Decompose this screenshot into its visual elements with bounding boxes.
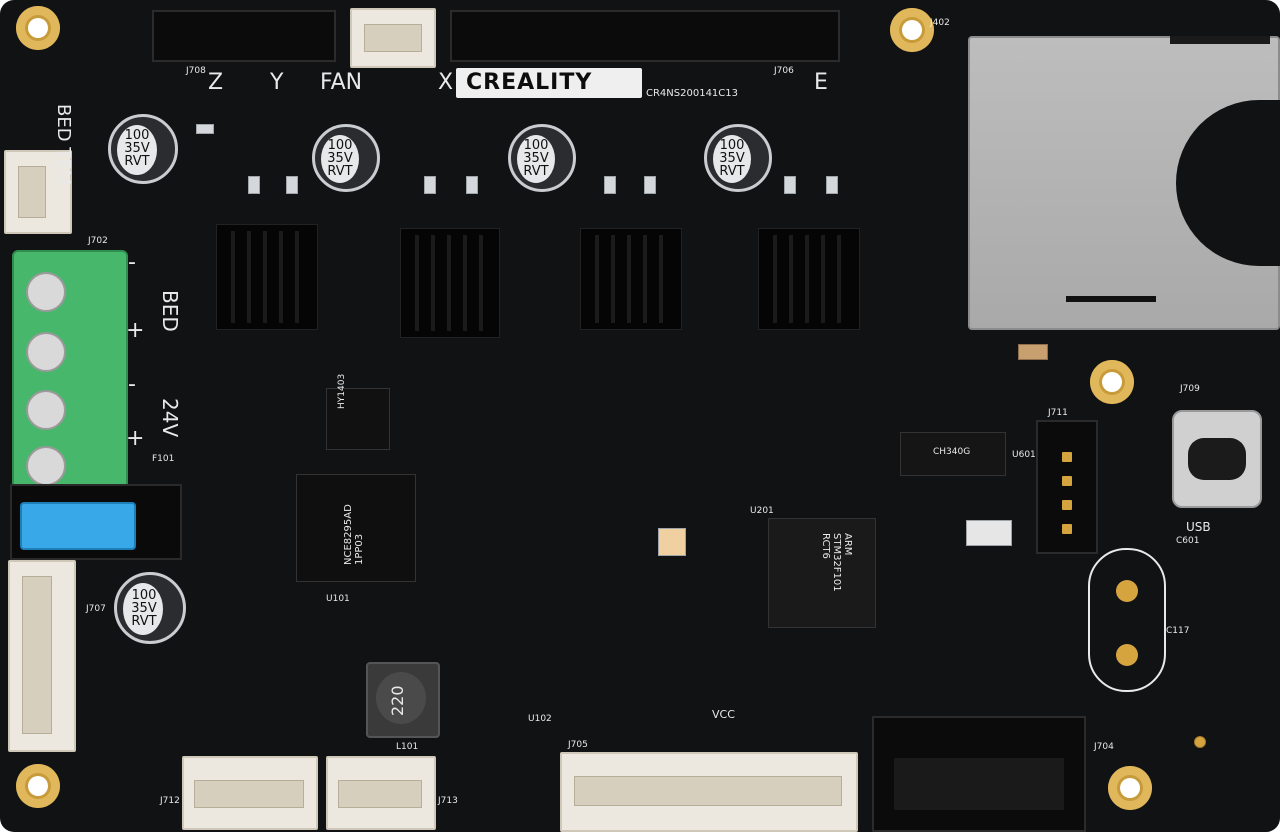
mounting-hole-bottom-right: [1108, 766, 1152, 810]
smd-resistor: [424, 176, 436, 194]
screw-3: [26, 390, 66, 430]
smd-resistor: [196, 124, 214, 134]
stepper-heatsink-y: [400, 228, 500, 338]
regulator-text: NCE8295AD 1PP03: [343, 504, 365, 565]
refdes-f101: F101: [152, 454, 175, 464]
stepper-heatsink-x: [580, 228, 682, 330]
mounting-hole-mid-right: [1090, 360, 1134, 404]
capacitor-c316-text: 100 35V RVT: [124, 128, 150, 169]
label-24v: 24V: [158, 398, 182, 438]
refdes-u201: U201: [750, 506, 774, 516]
label-bed-temp: BED TEM: [53, 104, 74, 186]
refdes-j711: J711: [1048, 408, 1068, 418]
refdes-c117: C117: [1166, 626, 1190, 636]
refdes-j712: J712: [160, 796, 180, 806]
refdes-j702: J702: [88, 236, 108, 246]
smd-resistor: [286, 176, 298, 194]
smd-resistor: [248, 176, 260, 194]
regulator-hy1403: HY1403: [326, 374, 390, 450]
usb-c-port: [1172, 410, 1262, 508]
smd-resistor: [826, 176, 838, 194]
refdes-c601: C601: [1176, 536, 1200, 546]
label-minus-2: -: [128, 372, 136, 397]
refdes-j713: J713: [438, 796, 458, 806]
capacitor-c322: 100 35V RVT: [704, 124, 772, 192]
refdes-j709: J709: [1180, 384, 1200, 394]
inductor-l101: 220: [366, 662, 440, 738]
smd-resistor: [604, 176, 616, 194]
mounting-hole-top-left: [16, 6, 60, 50]
refdes-j402: J402: [930, 18, 950, 28]
connector-j707: [8, 560, 76, 752]
label-axis-e: E: [814, 70, 828, 95]
connector-fan-top: [350, 8, 436, 68]
label-fan: FAN: [320, 70, 363, 95]
mcu-u201: ARM STM32F101 RCT6: [768, 518, 876, 628]
connector-j712: [182, 756, 318, 830]
connector-j705: [560, 752, 858, 832]
capacitor-c310: 100 35V RVT: [312, 124, 380, 192]
label-minus-1: -: [128, 250, 136, 275]
connector-j713: [326, 756, 436, 830]
label-vcc: VCC: [712, 708, 735, 721]
label-bed: BED: [158, 290, 182, 332]
refdes-j706: J706: [774, 66, 794, 76]
refdes-u601: U601: [1012, 450, 1036, 460]
label-axis-z: Z: [208, 70, 224, 95]
stepper-heatsink-z: [216, 224, 318, 330]
capacitor-c117-footprint: [1088, 548, 1166, 692]
capacitor-c322-text: 100 35V RVT: [719, 138, 745, 179]
smd-capacitor: [1018, 344, 1048, 360]
refdes-u102: U102: [528, 714, 552, 724]
inductor-text: 220: [388, 685, 407, 716]
mcu-text: ARM STM32F101 RCT6: [820, 533, 853, 592]
board-code: CR4NS200141C13: [646, 88, 739, 99]
header-j708: [152, 10, 336, 62]
refdes-j705: J705: [568, 740, 588, 750]
creality-logo-text: CREALITY: [466, 70, 593, 95]
refdes-j707: J707: [86, 604, 106, 614]
refdes-j708: J708: [186, 66, 206, 76]
capacitor-c303-text: 100 35V RVT: [523, 138, 549, 179]
mounting-hole-bottom-left: [16, 764, 60, 808]
sd-card-slot: [968, 36, 1280, 330]
refdes-u101: U101: [326, 594, 350, 604]
capacitor-c101: 100 35V RVT: [114, 572, 186, 644]
stepper-heatsink-e: [758, 228, 860, 330]
usb-serial-chip: CH340G: [900, 432, 1006, 476]
smd-resistor: [784, 176, 796, 194]
smd-led: [1194, 736, 1206, 748]
capacitor-c316: 100 35V RVT: [108, 114, 178, 184]
mounting-hole-top-right: [890, 8, 934, 52]
screw-1: [26, 272, 66, 312]
creality-logo: CREALITY: [456, 68, 642, 98]
refdes-l101: L101: [396, 742, 419, 752]
screw-terminal-power: [12, 250, 128, 494]
capacitor-c310-text: 100 35V RVT: [327, 138, 353, 179]
label-axis-x: X: [438, 70, 454, 95]
screw-2: [26, 332, 66, 372]
capacitor-c303: 100 35V RVT: [508, 124, 576, 192]
label-plus-2: +: [126, 426, 145, 451]
usb-chip-text: CH340G: [933, 447, 971, 457]
screw-4: [26, 446, 66, 486]
header-j706: [450, 10, 840, 62]
regulator-nce8295ad: NCE8295AD 1PP03: [296, 474, 416, 582]
blade-fuse: [20, 502, 136, 550]
header-j704: [872, 716, 1086, 832]
label-plus-1: +: [126, 318, 145, 343]
refdes-j704: J704: [1094, 742, 1114, 752]
driver-ic-text: HY1403: [337, 373, 347, 409]
header-j711: [1036, 420, 1098, 554]
smd-crystal: [966, 520, 1012, 546]
label-usb: USB: [1186, 520, 1211, 534]
smd-resistor: [644, 176, 656, 194]
connector-bed-temp: [4, 150, 72, 234]
smd-crystal: [658, 528, 686, 556]
smd-resistor: [466, 176, 478, 194]
label-axis-y: Y: [270, 70, 284, 95]
capacitor-c101-text: 100 35V RVT: [131, 588, 157, 629]
